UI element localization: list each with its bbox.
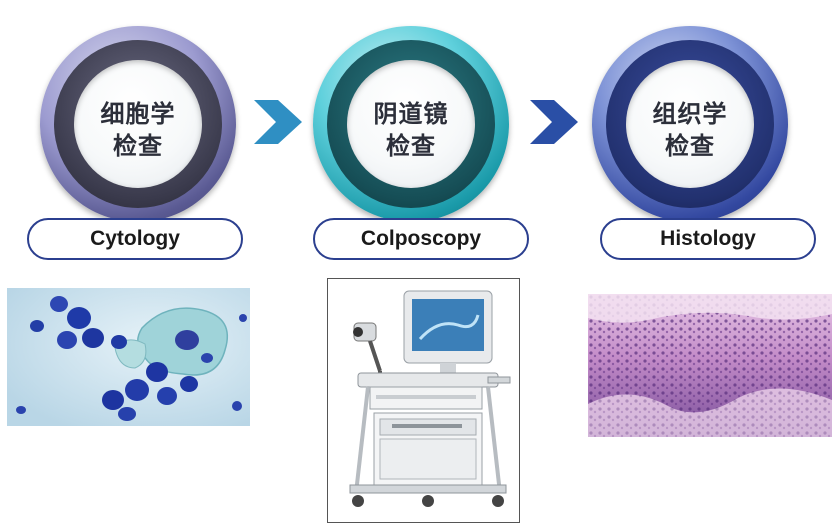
chevron-right-icon (530, 100, 578, 144)
step-title-line2: 检查 (665, 132, 715, 160)
step-title-line1: 组织学 (652, 100, 728, 128)
cytology-smear-image (7, 288, 250, 426)
step-title-line2: 检查 (386, 132, 436, 160)
histology-tissue-image (588, 294, 832, 437)
step-title-line1: 细胞学 (100, 100, 176, 128)
step-title-line1: 阴道镜 (373, 100, 449, 128)
label-cytology: Cytology (27, 218, 243, 260)
step-circle-cytology: 细胞学 检查 (40, 26, 236, 222)
step-circle-colposcopy: 阴道镜 检查 (313, 26, 509, 222)
step-circle-histology: 组织学 检查 (592, 26, 788, 222)
chevron-right-icon (254, 100, 302, 144)
step-title-line2: 检查 (113, 132, 163, 160)
label-colposcopy: Colposcopy (313, 218, 529, 260)
label-histology: Histology (600, 218, 816, 260)
colposcope-device-image (327, 278, 520, 523)
